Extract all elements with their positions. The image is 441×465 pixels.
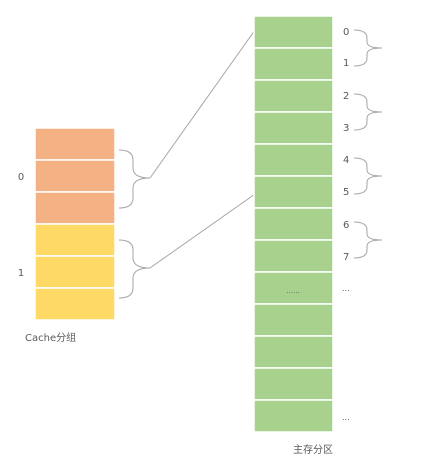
memory-block: [253, 239, 334, 273]
memory-block-label: 7: [343, 252, 349, 263]
cache-group-1: [34, 223, 116, 321]
cache-block: [34, 159, 116, 193]
memory-block-label: 4: [343, 155, 349, 166]
memory-block: [253, 399, 334, 433]
cache-group-label-0: 0: [18, 172, 24, 183]
memory-block: [253, 207, 334, 241]
memory-block: [253, 79, 334, 113]
memory-block: [253, 271, 334, 305]
memory-pair-brace: [353, 157, 383, 195]
memory-block-label: 0: [343, 27, 349, 38]
cache-column: [34, 127, 116, 321]
cache-group-0-brace: [118, 149, 151, 209]
memory-block-label: 5: [343, 187, 349, 198]
memory-pair-brace: [353, 29, 383, 67]
cache-block: [34, 127, 116, 161]
cache-caption: Cache分组: [25, 331, 76, 344]
memory-caption: 主存分区: [293, 443, 333, 456]
connector-line-group-0: [149, 29, 256, 179]
memory-block: [253, 143, 334, 177]
memory-block-label: 1: [343, 58, 349, 69]
cache-group-0: [34, 127, 116, 225]
memory-block-label: 6: [343, 220, 349, 231]
memory-pair-brace: [353, 93, 383, 131]
memory-block: [253, 111, 334, 145]
cache-block: [34, 223, 116, 257]
memory-block: [253, 335, 334, 369]
memory-block: [253, 367, 334, 401]
memory-ellipsis-mid: ...: [342, 284, 350, 293]
memory-ellipsis-bottom: ...: [342, 413, 350, 422]
memory-pair-brace: [353, 221, 383, 259]
cache-group-1-brace: [118, 239, 151, 299]
memory-block: [253, 303, 334, 337]
cache-block: [34, 287, 116, 321]
connector-line-group-1: [149, 193, 256, 269]
cache-group-label-1: 1: [18, 268, 24, 279]
memory-block: [253, 47, 334, 81]
memory-pair-braces: [353, 29, 383, 259]
memory-block-label: 3: [343, 123, 349, 134]
cache-block: [34, 191, 116, 225]
memory-block-labels: 0 1 2 3 4 5 6 7: [343, 27, 349, 263]
memory-block: [253, 175, 334, 209]
memory-ellipsis-inside: ......: [286, 287, 299, 295]
memory-block: [253, 15, 334, 49]
cache-block: [34, 255, 116, 289]
memory-column: [253, 15, 334, 433]
memory-block-label: 2: [343, 91, 349, 102]
